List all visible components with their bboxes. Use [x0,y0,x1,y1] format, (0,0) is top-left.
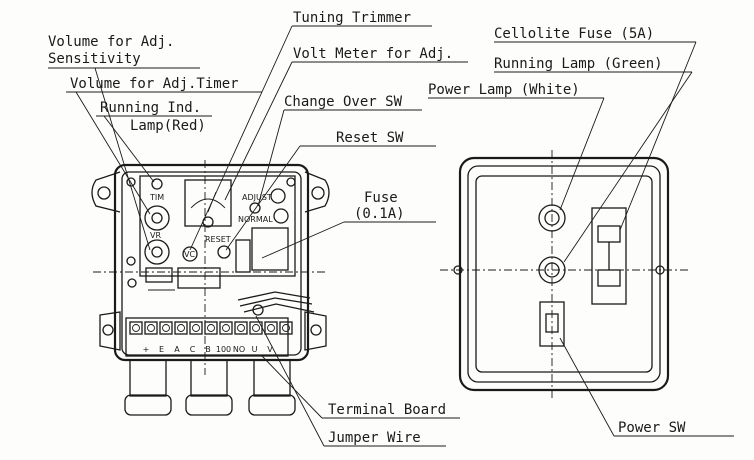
terminal-screw-head [162,324,170,332]
terminal-label: A [174,345,180,354]
terminal-screw-head [267,324,275,332]
terminal-label: B [205,345,211,354]
terminal-screw [204,321,218,335]
terminal-screw [234,321,248,335]
screw [655,265,665,275]
terminal-screw-head [252,324,260,332]
power-lamp-white [538,204,566,232]
label-terminal-board: Terminal Board [328,402,446,418]
terminal-board [125,317,289,357]
cable-glands [124,359,296,416]
jumper-connector [252,304,264,316]
sensitivity-volume-knob [144,239,170,265]
terminal-screw-head [147,324,155,332]
terminal-label: U [252,345,258,354]
tim-text: TIM [149,193,164,202]
left-mounting-ears [91,171,330,351]
reset-text: RESET [205,235,231,244]
terminal-screw [129,321,143,335]
control-panel [139,175,296,277]
terminal-label: V [267,345,273,354]
terminal-label: + [143,345,150,354]
leader-lines [48,25,734,447]
label-power-sw: Power SW [618,420,686,436]
terminal-label: C [190,345,196,354]
terminal-label: E [159,345,164,354]
running-ind-lamp-red [151,178,163,190]
timer-volume-knob [144,205,170,231]
terminal-screw [144,321,158,335]
screw [453,265,463,275]
label-power-lamp-white: Power Lamp (White) [428,82,580,98]
normal-text: NORMAL [238,215,273,224]
terminal-label: NO [233,345,245,354]
fuse-holder [251,227,289,271]
terminal-screw [264,321,278,335]
terminal-screw-head [192,324,200,332]
change-over-switch [249,202,261,214]
callout-labels: Tuning Trimmer Volume for Adj. Sensitivi… [48,10,686,446]
screw [286,177,296,187]
terminal-screw [174,321,188,335]
cellolite-fuse-holder [591,207,627,305]
tuning-trimmer [182,246,198,262]
terminal-screw-head [237,324,245,332]
terminal-screw-head [222,324,230,332]
label-running-ind-line1: Running Ind. [100,100,201,116]
terminal-screw-head [282,324,290,332]
reset-button [217,245,231,259]
terminal-screw [279,321,293,335]
left-housing-inner [121,171,302,356]
label-volt-meter: Volt Meter for Adj. [293,46,453,62]
terminal-screw-head [132,324,140,332]
power-switch [539,301,565,347]
label-reset-sw: Reset SW [336,130,404,146]
terminal-screw-head [177,324,185,332]
label-volume-timer: Volume for Adj.Timer [70,76,239,92]
terminal-screws [129,321,293,335]
vr-text: VR [150,231,161,240]
label-running-ind-line2: Lamp(Red) [130,118,206,134]
label-volume-sensitivity-line2: Sensitivity [48,51,141,67]
terminal-label: 100 [216,345,231,354]
label-jumper-wire: Jumper Wire [328,430,421,446]
right-unit-front-view [440,150,690,400]
label-fuse-line1: Fuse [364,190,398,206]
adjust-text: ADJUST [242,193,272,202]
label-change-over-sw: Change Over SW [284,94,403,110]
left-housing-outer [113,163,310,362]
terminal-screw [189,321,203,335]
screw [127,278,137,288]
running-lamp-green [538,256,566,284]
label-volume-sensitivity-line1: Volume for Adj. [48,34,174,50]
terminal-screw [159,321,173,335]
left-unit-inside-view: TIM VR VC RESET ADJUST NORMAL [91,160,330,416]
terminal-screw [219,321,233,335]
vc-text: VC [184,250,195,259]
label-tuning-trimmer: Tuning Trimmer [293,10,411,26]
right-housing-inner [475,175,653,373]
label-cellolite-fuse: Cellolite Fuse (5A) [494,26,654,42]
terminal-screw-head [207,324,215,332]
label-fuse-line2: (0.1A) [354,206,405,222]
screw [126,256,136,266]
volt-meter [184,179,232,227]
label-running-lamp-green: Running Lamp (Green) [494,56,663,72]
